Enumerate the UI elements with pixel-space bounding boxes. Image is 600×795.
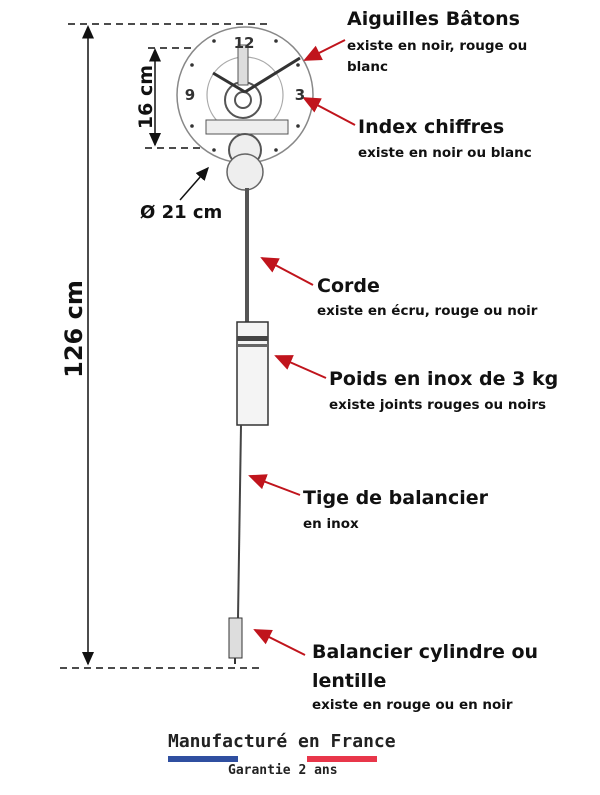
clock-dial bbox=[176, 26, 314, 191]
height-label: 126 cm bbox=[59, 280, 88, 378]
diameter-arrow bbox=[179, 166, 209, 201]
label-bob-sub: existe en rouge ou en noir bbox=[312, 697, 513, 713]
warranty-text: Garantie 2 ans bbox=[228, 763, 338, 778]
dial-height-label: 16 cm bbox=[135, 64, 158, 130]
label-rod-sub: en inox bbox=[303, 516, 359, 532]
callout-arrows bbox=[248, 39, 356, 656]
label-hands-sub: existe en noir, rouge ou bbox=[347, 38, 528, 54]
flag-red-bar bbox=[307, 756, 377, 762]
label-index-sub: existe en noir ou blanc bbox=[358, 145, 532, 161]
dial-number-3: 3 bbox=[295, 86, 305, 104]
label-bob-title2: lentille bbox=[312, 670, 387, 692]
label-index-title: Index chiffres bbox=[358, 116, 505, 138]
label-cord-title: Corde bbox=[317, 275, 380, 297]
label-hands-sub2: blanc bbox=[347, 59, 389, 75]
label-weight-sub: existe joints rouges ou noirs bbox=[329, 397, 547, 413]
weight bbox=[236, 321, 269, 426]
label-weight-title: Poids en inox de 3 kg bbox=[329, 368, 559, 390]
diameter-label: Ø 21 cm bbox=[140, 202, 223, 223]
dial-number-12: 12 bbox=[234, 34, 255, 52]
label-bob-title: Balancier cylindre ou bbox=[312, 641, 539, 663]
flag-blue-bar bbox=[168, 756, 238, 762]
dial-number-9: 9 bbox=[185, 86, 195, 104]
label-rod-title: Tige de balancier bbox=[303, 487, 488, 509]
made-in-france-text: Manufacturé en France bbox=[168, 731, 396, 752]
pendulum-rod bbox=[237, 424, 242, 619]
label-cord-sub: existe en écru, rouge ou noir bbox=[317, 303, 538, 319]
label-hands-title: Aiguilles Bâtons bbox=[347, 8, 520, 30]
pendulum-bob bbox=[228, 617, 243, 664]
